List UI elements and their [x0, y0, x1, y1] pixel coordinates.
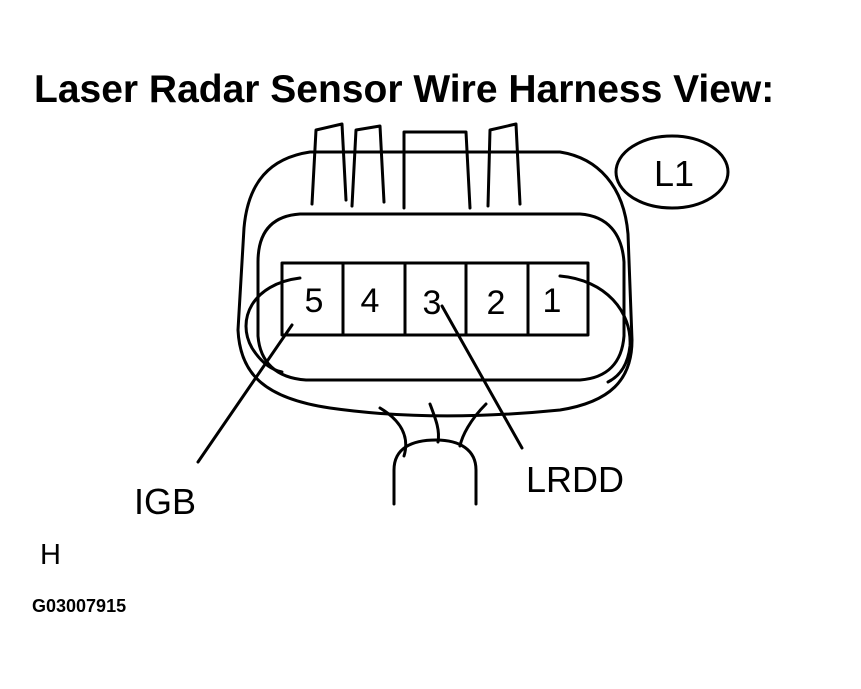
wire-strand	[458, 402, 488, 448]
pin-cavity-frame	[280, 261, 590, 337]
pin-number: 2	[487, 284, 506, 322]
pin-number: 4	[361, 282, 380, 320]
pin-number: 3	[423, 284, 442, 322]
diagram-title: Laser Radar Sensor Wire Harness View:	[34, 68, 775, 111]
locking-tab-left	[310, 122, 348, 206]
wire-bundle	[392, 438, 478, 506]
locking-tab-middle	[350, 124, 386, 208]
pin5-callout-arc	[244, 276, 302, 374]
connector-id-label: L1	[654, 153, 694, 194]
pin1-callout-arc	[558, 274, 632, 384]
wire-strand	[428, 402, 440, 444]
connector-id-badge	[614, 134, 730, 210]
wire-strand	[378, 406, 408, 458]
pin-number: 1	[543, 282, 562, 320]
callout-igb: IGB	[134, 481, 196, 522]
pin-number: 5	[305, 282, 324, 320]
callout-lrdd: LRDD	[526, 459, 624, 500]
view-marker: H	[40, 539, 61, 571]
locking-tab-right	[486, 122, 522, 208]
leader-line-lrdd	[440, 304, 524, 450]
connector-housing-outline	[236, 150, 634, 418]
connector-inner-ring	[256, 212, 626, 382]
figure-number: G03007915	[32, 596, 127, 616]
leader-line-igb	[196, 323, 294, 464]
center-latch	[402, 130, 472, 210]
